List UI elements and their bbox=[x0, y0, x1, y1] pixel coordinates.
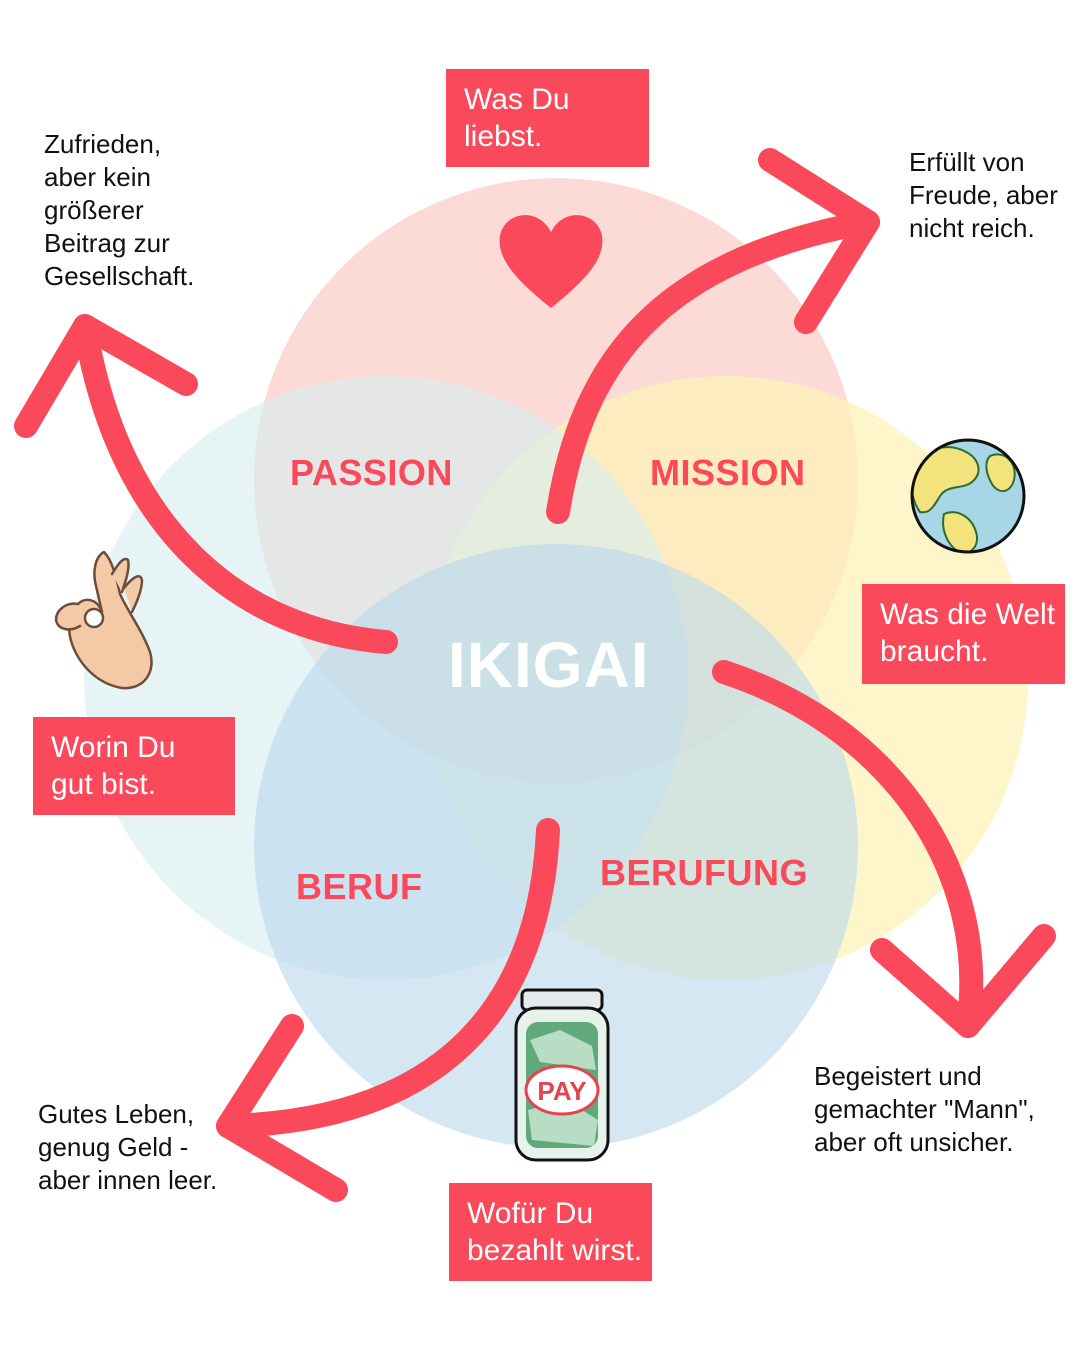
outcome-bottom-left: Gutes Leben, genug Geld - aber innen lee… bbox=[38, 1099, 218, 1195]
zone-beruf: BERUF bbox=[296, 866, 423, 907]
arrow-top-right-head bbox=[758, 148, 880, 334]
arrow-bottom-right-head bbox=[870, 924, 1056, 1038]
money-jar-icon bbox=[514, 988, 610, 1162]
arrow-top-left bbox=[73, 314, 398, 654]
ok-hand-icon bbox=[54, 550, 153, 690]
outcome-top-left: Zufrieden, aber kein größerer Beitrag zu… bbox=[44, 129, 195, 291]
tag-what-you-are-paid-for: Wofür Du bezahlt wirst. bbox=[449, 1183, 652, 1281]
outcome-top-right: Erfüllt von Freude, aber nicht reich. bbox=[909, 147, 1058, 243]
tag-what-you-are-good-at: Worin Du gut bist. bbox=[33, 717, 235, 815]
zone-berufung: BERUFUNG bbox=[600, 852, 808, 893]
heart-icon bbox=[499, 215, 603, 308]
zone-mission: MISSION bbox=[650, 452, 806, 493]
arrow-bottom-right bbox=[712, 660, 984, 1038]
center-label-ikigai: IKIGAI bbox=[448, 629, 650, 701]
arrow-top-left-head bbox=[14, 314, 198, 438]
outcome-bottom-right: Begeistert und gemachter "Mann", aber of… bbox=[814, 1061, 1035, 1157]
zone-passion: PASSION bbox=[290, 452, 453, 493]
arrow-bottom-left-head bbox=[216, 1014, 348, 1202]
arrow-top-right bbox=[546, 210, 880, 524]
jar-label: PAY bbox=[537, 1076, 586, 1106]
tag-what-you-love: Was Du liebst. bbox=[446, 69, 649, 167]
globe-icon bbox=[910, 438, 1026, 554]
arrow-bottom-left bbox=[216, 818, 560, 1138]
tag-what-world-needs: Was die Welt braucht. bbox=[862, 584, 1065, 684]
